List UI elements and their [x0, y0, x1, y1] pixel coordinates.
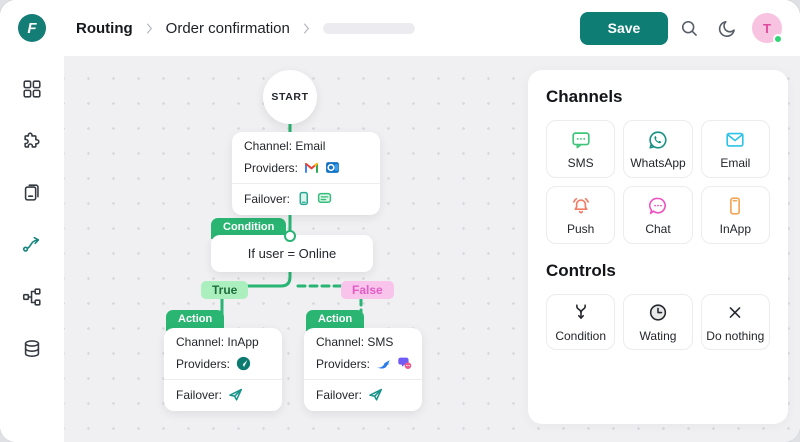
channel-card-whatsapp[interactable]: WhatsApp — [623, 120, 693, 178]
bell-icon — [572, 197, 589, 213]
controls-title: Controls — [546, 261, 616, 280]
divider — [304, 379, 422, 380]
email-node[interactable]: Channel: Email Providers: — [232, 132, 380, 215]
paper-plane-icon — [368, 387, 383, 402]
paper-plane-icon — [228, 387, 243, 402]
sidebar-item-integrations[interactable] — [19, 128, 45, 154]
envelope-icon — [726, 132, 744, 147]
breadcrumb: Routing Order confirmation — [76, 20, 415, 37]
moon-icon — [718, 20, 735, 37]
inapp-node-channel: Channel: InApp — [176, 335, 259, 349]
control-label: Condition — [555, 328, 607, 343]
sms-action-node[interactable]: Channel: SMS Providers: — [304, 328, 422, 411]
start-node[interactable]: START — [263, 70, 317, 124]
channel-card-sms[interactable]: SMS — [546, 120, 616, 178]
condition-input-port — [284, 230, 296, 242]
action-tag[interactable]: Action — [306, 310, 365, 331]
sms-bubble-icon — [572, 131, 590, 148]
channel-label: Chat — [645, 221, 671, 236]
gmail-icon — [304, 160, 319, 175]
search-icon — [681, 20, 697, 36]
sms-node-channel: Channel: SMS — [316, 335, 394, 349]
hierarchy-icon — [22, 288, 41, 306]
search-button[interactable] — [672, 11, 706, 45]
channel-label: Email — [720, 155, 751, 170]
breadcrumb-flow-name[interactable]: Order confirmation — [165, 19, 290, 37]
divider — [232, 183, 380, 184]
providers-label: Providers: — [316, 356, 371, 371]
control-card-condition[interactable]: Condition — [546, 294, 616, 350]
providers-label: Providers: — [176, 356, 231, 371]
branch-icon — [575, 303, 586, 319]
true-badge: True — [201, 281, 249, 299]
control-label: Wating — [639, 328, 677, 343]
flow-canvas[interactable]: START Channel: Email Providers: — [64, 56, 800, 442]
breadcrumb-skeleton — [322, 22, 415, 34]
channel-label: WhatsApp — [630, 155, 686, 170]
divider — [164, 379, 282, 380]
chevron-right-icon — [303, 23, 309, 33]
dashboard-icon — [23, 80, 41, 98]
channel-label: SMS — [567, 155, 594, 170]
channel-card-email[interactable]: Email — [700, 120, 770, 178]
control-card-do-nothing[interactable]: Do nothing — [700, 294, 770, 350]
avatar-letter: T — [763, 20, 771, 36]
save-button[interactable]: Save — [580, 11, 668, 45]
chat-bubble-icon — [648, 197, 666, 214]
chevron-right-icon — [146, 23, 152, 33]
main-area: START Channel: Email Providers: — [0, 56, 800, 442]
channel-card-push[interactable]: Push — [546, 186, 616, 244]
channels-grid: SMS WhatsApp Email — [546, 120, 770, 244]
control-label: Do nothing — [706, 328, 765, 343]
sidebar-item-dashboard[interactable] — [19, 76, 45, 102]
online-status-dot — [773, 34, 783, 44]
sidebar-item-routing[interactable] — [19, 232, 45, 258]
messagebird-icon — [376, 356, 391, 371]
palette-panel: Channels SMS WhatsApp — [528, 70, 788, 424]
sidebar-item-documents[interactable] — [19, 180, 45, 206]
topbar: F Routing Order confirmation Save T — [0, 0, 800, 56]
sms-bubble-icon — [317, 191, 332, 206]
sidebar-item-database[interactable] — [19, 336, 45, 362]
providers-label: Providers: — [244, 160, 299, 175]
condition-tag[interactable]: Condition — [211, 218, 287, 239]
avatar[interactable]: T — [752, 13, 783, 44]
brand-logo-icon[interactable]: F — [18, 14, 46, 42]
dark-mode-button[interactable] — [710, 11, 744, 45]
outlook-icon — [325, 160, 340, 175]
channels-title: Channels — [546, 87, 623, 106]
x-icon — [729, 306, 741, 318]
channel-label: InApp — [719, 221, 751, 236]
breadcrumb-routing[interactable]: Routing — [76, 19, 133, 37]
chat-bubbles-icon — [397, 356, 412, 371]
puzzle-icon — [24, 132, 40, 148]
inapp-action-node[interactable]: Channel: InApp Providers: Failover: — [164, 328, 282, 411]
mobile-app-icon — [296, 191, 311, 206]
database-icon — [24, 340, 40, 358]
failover-label: Failover: — [176, 387, 223, 402]
route-icon — [22, 236, 40, 252]
sidebar — [0, 56, 64, 442]
failover-label: Failover: — [244, 191, 291, 206]
sidebar-item-hierarchy[interactable] — [19, 284, 45, 310]
failover-label: Failover: — [316, 387, 363, 402]
channel-card-inapp[interactable]: InApp — [700, 186, 770, 244]
false-badge: False — [341, 281, 394, 299]
smartphone-icon — [730, 196, 741, 215]
whatsapp-icon — [649, 130, 667, 149]
channel-label: Push — [566, 221, 595, 236]
channel-card-chat[interactable]: Chat — [623, 186, 693, 244]
email-node-channel: Channel: Email — [244, 139, 326, 153]
documents-icon — [24, 184, 39, 201]
controls-grid: Condition Wating Do nothing — [546, 294, 770, 350]
action-tag[interactable]: Action — [166, 310, 225, 331]
clock-icon — [649, 303, 667, 321]
control-card-waiting[interactable]: Wating — [623, 294, 693, 350]
send-circle-icon — [236, 356, 251, 371]
